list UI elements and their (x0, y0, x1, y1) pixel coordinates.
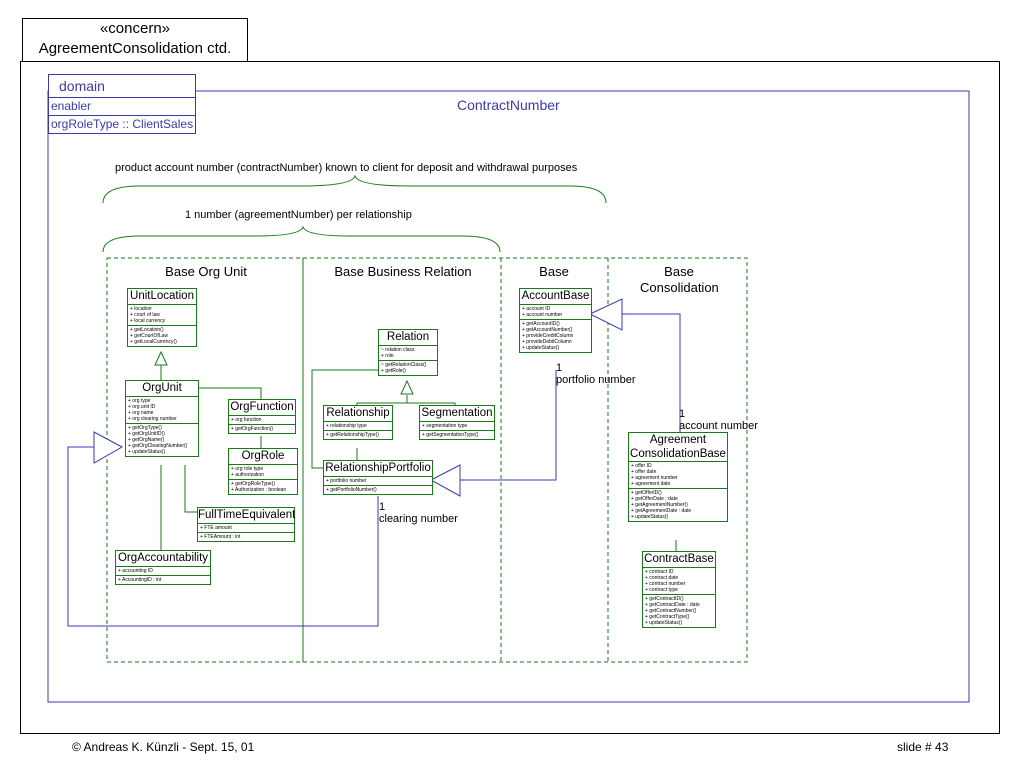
class-name: FullTimeEquivalent (198, 508, 295, 524)
class-account-base: AccountBase + account ID+ account number… (519, 288, 592, 353)
class-name: Relation (379, 330, 437, 346)
class-relation: Relation ~ relation class+ role ~ getRel… (378, 329, 438, 376)
class-name: Segmentation (420, 406, 494, 422)
class-name: AccountBase (520, 289, 591, 305)
class-org-unit: OrgUnit + org type+ org unit ID+ org nam… (125, 380, 199, 457)
class-relationship: Relationship + relationship type + getRe… (323, 405, 393, 440)
class-name: OrgUnit (126, 381, 198, 397)
multiplicity-portfolio: 1 portfolio number (556, 362, 636, 386)
class-org-function: OrgFunction + org function + getOrgFunct… (228, 399, 296, 434)
class-name: OrgRole (229, 449, 297, 465)
class-unit-location: UnitLocation + location+ court of law+ l… (127, 288, 197, 347)
class-segmentation: Segmentation + segmentation type + getSe… (419, 405, 495, 440)
package-title-business-relation: Base Business Relation (334, 264, 472, 279)
domain-row-role-type: orgRoleType :: ClientSales (49, 115, 195, 131)
relationship-note: 1 number (agreementNumber) per relations… (185, 209, 412, 221)
footer-copyright: © Andreas K. Künzli - Sept. 15, 01 (72, 740, 255, 754)
class-full-time-equivalent: FullTimeEquivalent + FTE amount + FTEAmo… (197, 507, 296, 542)
package-title-account: Base Account (532, 264, 576, 282)
class-contract-base: ContractBase + contract ID+ contract dat… (642, 551, 716, 628)
class-name: UnitLocation (128, 289, 196, 305)
product-brace (102, 174, 607, 204)
class-name: Relationship (324, 406, 392, 422)
domain-boundary (47, 90, 970, 703)
class-name: OrgAccountability (116, 551, 210, 567)
packages-outline (106, 257, 748, 663)
package-title-org-unit: Base Org Unit (165, 264, 247, 279)
domain-label: domain (49, 75, 195, 98)
product-note: product account number (contractNumber) … (115, 162, 578, 174)
domain-row-enabler: enabler (51, 99, 92, 113)
relationship-brace (102, 225, 501, 253)
package-title-consolidation: Base Consolidation (640, 264, 719, 295)
class-name: RelationshipPortfolio (324, 461, 432, 477)
domain-box: domain enabler orgRoleType :: ClientSale… (48, 74, 196, 134)
stereotype-label: «concern» (99, 20, 171, 37)
concern-name: AgreementConsolidation ctd. (38, 40, 232, 57)
class-org-role: OrgRole + org role type+ authorization +… (228, 448, 298, 495)
class-name: Agreement ConsolidationBase (629, 434, 727, 462)
class-agreement-consolidation-base: Agreement ConsolidationBase + offer ID+ … (628, 432, 728, 522)
multiplicity-clearing: 1 clearing number (379, 501, 458, 525)
class-name: OrgFunction (229, 400, 295, 416)
contract-number-label: ContractNumber (457, 97, 560, 113)
class-relationship-portfolio: RelationshipPortfolio + portfolio number… (323, 460, 433, 495)
class-org-accountability: OrgAccountability + accounting ID + Acco… (115, 550, 211, 585)
slide-frame (20, 61, 1000, 734)
footer-slide-number: slide # 43 (897, 740, 949, 754)
multiplicity-account: 1 account number (679, 408, 758, 432)
concern-title-box: «concern» AgreementConsolidation ctd. (22, 18, 248, 62)
class-name: ContractBase (643, 552, 715, 568)
